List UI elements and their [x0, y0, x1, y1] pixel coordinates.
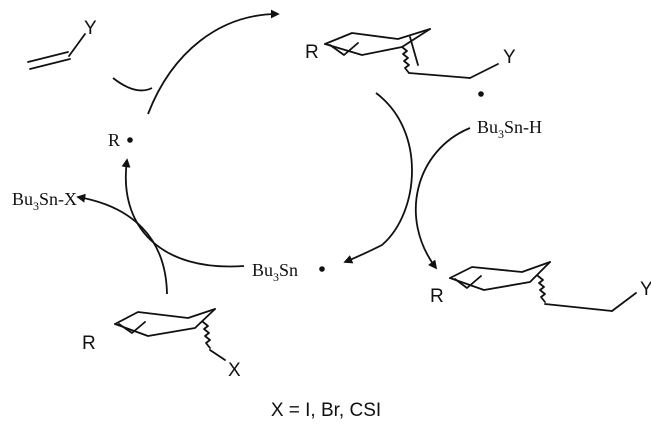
alkene-y-label: Y: [84, 18, 97, 39]
alkene-entry-arc: [112, 77, 153, 92]
product-r-label: R: [430, 286, 444, 307]
radical-addition-arrow: [147, 9, 280, 115]
halogen-abstraction-arrow: [121, 158, 245, 268]
tin-radical-dot: [319, 266, 325, 272]
cyclohexyl-halide: R X: [82, 308, 241, 381]
halide-x-label: X: [228, 360, 241, 381]
tin-hydride-label: Bu3Sn-H: [477, 117, 542, 141]
radical-r-label: R: [108, 130, 120, 150]
tin-radical-label: Bu3Sn: [252, 260, 298, 284]
tin-halide-label: Bu3Sn-X: [12, 189, 77, 213]
adduct-r-label: R: [305, 42, 319, 63]
adduct-radical: R Y: [305, 28, 516, 97]
halide-r-label: R: [82, 333, 96, 354]
alkene-substrate: Y: [27, 18, 97, 70]
hydrogen-transfer-arrow: [343, 92, 413, 264]
radical-dot: [127, 137, 133, 143]
adduct-y-label: Y: [503, 47, 516, 68]
halogen-footnote: X = I, Br, CSI: [271, 400, 381, 421]
adduct-radical-dot: [478, 91, 484, 97]
tin-hydride-entry-arc: [414, 127, 471, 270]
product-y-label: Y: [640, 279, 651, 300]
tin-halide-exit-arc: [76, 193, 168, 295]
reduced-product: R Y: [430, 261, 651, 312]
